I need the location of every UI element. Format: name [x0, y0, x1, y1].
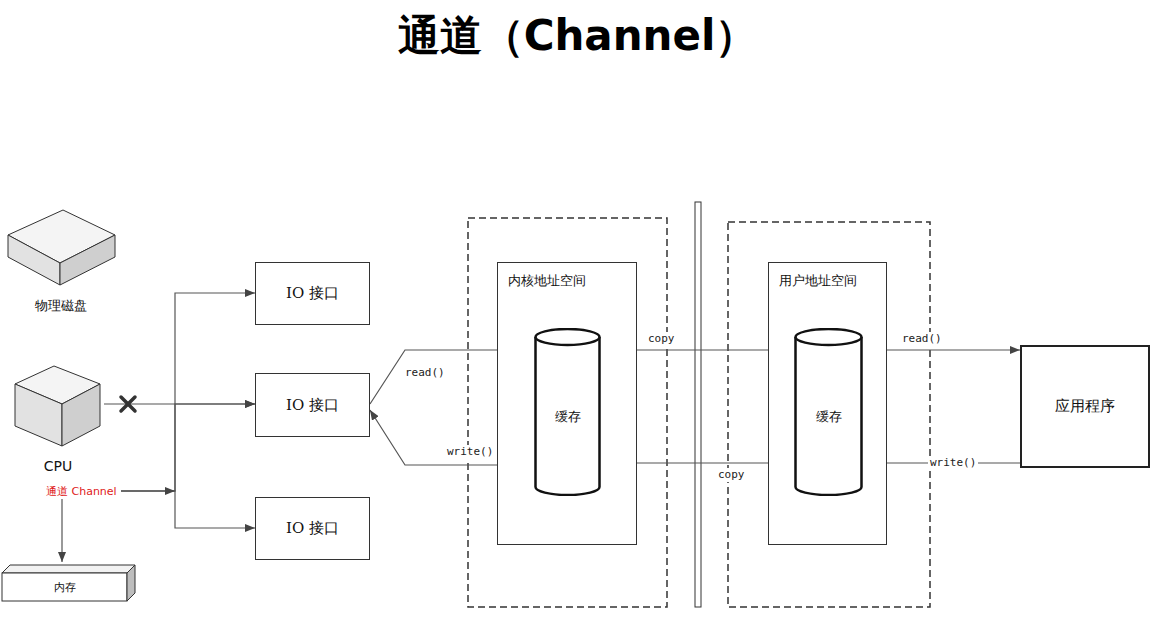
- edge-label: copy: [646, 332, 677, 346]
- node-label: 应用程序: [1055, 397, 1115, 416]
- node-label: 缓存: [555, 408, 581, 426]
- disk-drawing: [5, 205, 117, 293]
- flow-arrow: [121, 404, 255, 491]
- cache-cylinder: 缓存: [794, 328, 863, 496]
- blocked-cross: [121, 397, 135, 411]
- edge-label: write(): [445, 445, 495, 459]
- io-port-box: IO 接口: [255, 262, 370, 325]
- disk-icon: 物理磁盘: [5, 205, 117, 315]
- cpu-icon: CPU: [12, 362, 104, 474]
- application-box: 应用程序: [1020, 345, 1150, 468]
- node-label: 内存: [54, 580, 76, 595]
- cpu-drawing: [12, 362, 104, 452]
- node-label: IO 接口: [286, 519, 339, 538]
- edge-label: write(): [928, 456, 978, 470]
- edge-label: read(): [900, 332, 944, 346]
- edge-label: copy: [716, 468, 747, 482]
- io-port-box: IO 接口: [255, 497, 370, 560]
- flow-arrow: [121, 293, 255, 491]
- user-dashed-frame: [728, 222, 930, 607]
- kernel-dashed-frame: [468, 218, 667, 607]
- node-label: IO 接口: [286, 396, 339, 415]
- edge-label: read(): [403, 366, 447, 380]
- address-space-box: 内核地址空间缓存: [497, 262, 637, 545]
- node-label: 通道 Channel: [46, 484, 117, 499]
- channel-tag: 通道 Channel: [46, 483, 121, 499]
- node-label: 缓存: [816, 408, 842, 426]
- trunk-arrowhead: [165, 487, 175, 495]
- space-divider: [695, 202, 701, 607]
- flow-arrow: [121, 491, 255, 528]
- node-label: CPU: [44, 458, 72, 474]
- node-label: 内核地址空间: [508, 272, 586, 290]
- flow-arrow: [61, 499, 62, 562]
- memory-bar: 内存: [0, 562, 136, 604]
- io-port-box: IO 接口: [255, 373, 370, 437]
- node-label: 用户地址空间: [779, 272, 857, 290]
- cache-cylinder: 缓存: [534, 328, 601, 496]
- address-space-box: 用户地址空间缓存: [768, 262, 887, 545]
- node-label: IO 接口: [286, 284, 339, 303]
- node-label: 物理磁盘: [35, 297, 87, 315]
- page-title: 通道（Channel）: [0, 8, 1155, 64]
